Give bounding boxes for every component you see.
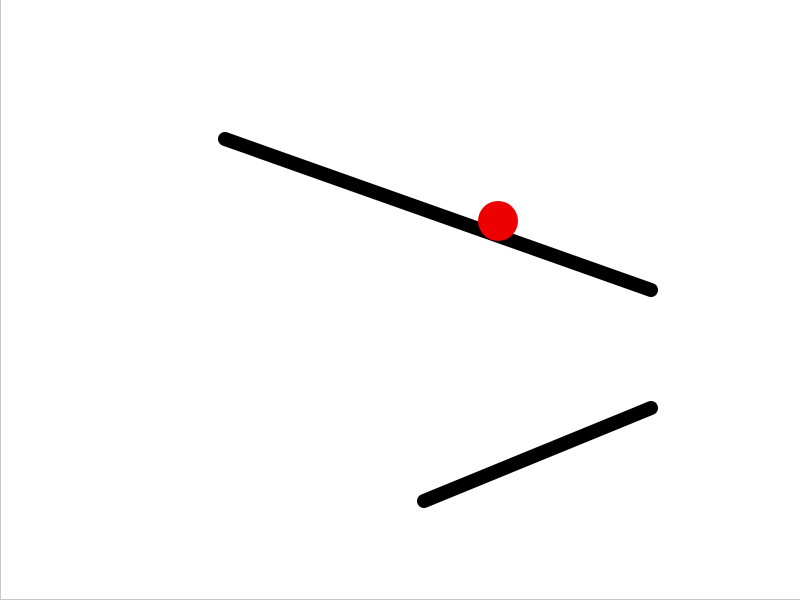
upper-ramp	[218, 132, 658, 297]
lower-ramp	[417, 401, 658, 508]
ball[interactable]	[478, 201, 518, 241]
